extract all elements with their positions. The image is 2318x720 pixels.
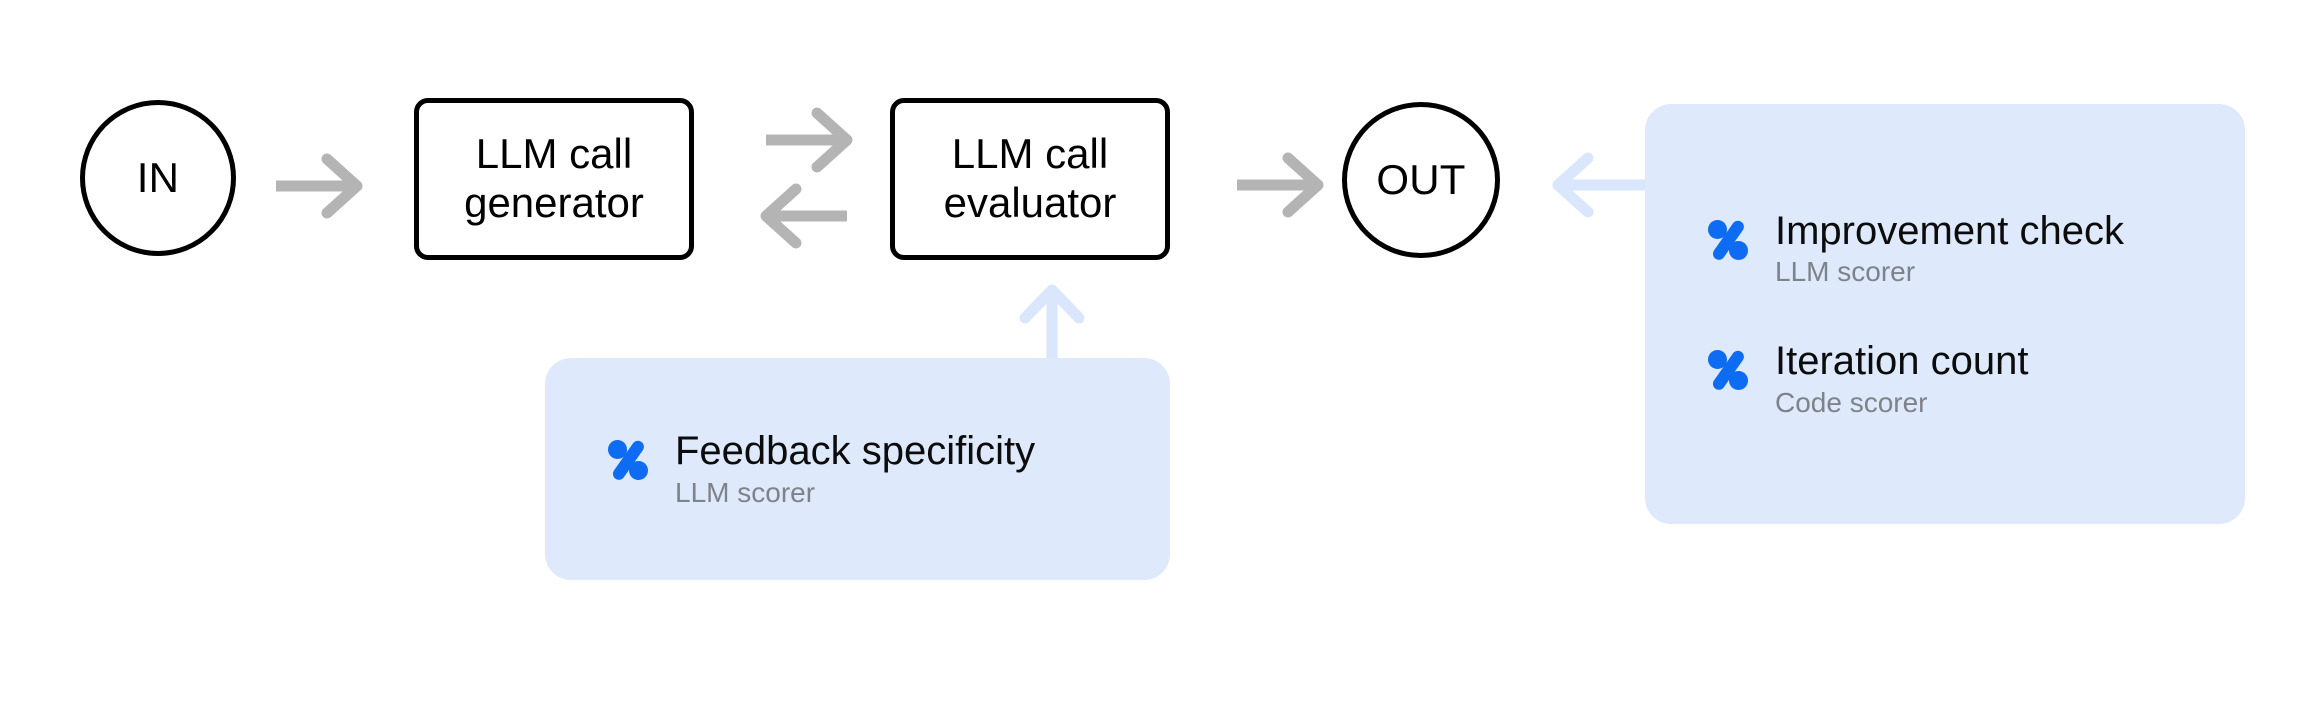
arrow-evaluator-to-out [1237,152,1324,218]
node-out-label: OUT [1376,156,1466,203]
scorer-text: Feedback specificity LLM scorer [675,429,1035,509]
scorer-item[interactable]: Feedback specificity LLM scorer [605,429,1170,509]
arrow-feedback-to-evaluator [1019,284,1085,366]
scorer-name: Improvement check [1775,208,2125,253]
node-llm-call-generator-label: LLM call generator [464,130,644,226]
arrow-evaluator-to-generator [760,183,847,249]
node-llm-call-generator[interactable]: LLM call generator [414,98,694,260]
node-llm-call-evaluator[interactable]: LLM call evaluator [890,98,1170,260]
percent-scorer-icon [608,439,648,480]
node-in-label: IN [136,154,180,201]
scorer-item[interactable]: Iteration count Code scorer [1705,339,2245,419]
scorer-card-feedback[interactable]: Feedback specificity LLM scorer [545,358,1170,580]
scorer-name: Iteration count [1775,339,2029,383]
arrow-output-scorers-to-out [1552,152,1652,218]
arrow-in-to-generator [276,153,363,219]
scorer-type: LLM scorer [1775,256,1916,288]
scorer-name: Feedback specificity [675,428,1036,473]
scorer-list-feedback: Feedback specificity LLM scorer [605,429,1170,509]
scorer-text: Iteration count Code scorer [1775,339,2029,419]
node-out[interactable]: OUT [1342,102,1500,258]
node-llm-call-evaluator-label: LLM call evaluator [943,130,1117,226]
scorer-type: Code scorer [1775,386,1928,418]
scorer-text: Improvement check LLM scorer [1775,209,2124,289]
percent-scorer-icon [1708,219,1748,260]
percent-scorer-icon [1708,350,1748,390]
arrow-generator-to-evaluator [766,107,853,173]
scorer-card-output[interactable]: Improvement check LLM scorer Iteration c… [1645,104,2245,524]
scorer-item[interactable]: Improvement check LLM scorer [1705,209,2245,289]
scorer-type: LLM scorer [675,476,816,508]
node-in[interactable]: IN [80,100,236,256]
scorer-list-output: Improvement check LLM scorer Iteration c… [1705,209,2245,420]
